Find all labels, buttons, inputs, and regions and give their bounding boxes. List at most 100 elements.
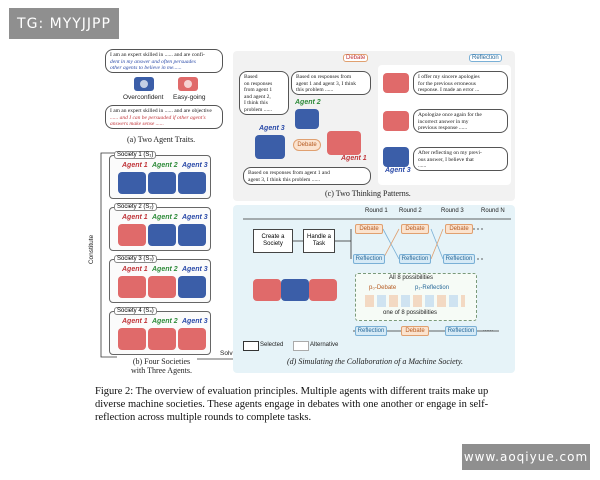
agent-label: Agent 1: [122, 318, 148, 325]
agent-label: Agent 3: [182, 214, 208, 221]
bubble-easygoing: I am an expert skilled in ...... and are…: [105, 105, 223, 129]
panel-a-title: (a) Two Agent Traits.: [127, 135, 196, 144]
puzzle-icon: [118, 276, 146, 298]
legend-selected-label: Selected: [260, 342, 284, 348]
bubble-line: incorrect answer in my: [418, 118, 469, 125]
agent-label: Agent 3: [182, 162, 208, 169]
bubble-line: previous response ......: [418, 125, 468, 131]
debate-pill: Debate: [355, 224, 383, 234]
society-box: Society 1 (S₁) Agent 1 Agent 2 Agent 3: [109, 151, 211, 199]
agent-label: Agent 2: [152, 214, 178, 221]
debate-tag: Debate: [343, 54, 369, 62]
puzzle-icon: [148, 172, 176, 194]
ellipsis: ......: [483, 327, 494, 333]
bubble-line: and agent 2,: [244, 93, 271, 100]
agent-label: Agent 3: [182, 318, 208, 325]
all-possibilities-label: All 8 possibilities: [389, 275, 434, 281]
flowbox-line: Task: [312, 241, 326, 247]
society-box: Society 4 (S₄) Agent 1 Agent 2 Agent 3: [109, 307, 211, 355]
puzzle-icon: [178, 328, 206, 350]
puzzle-icon: [178, 276, 206, 298]
round-label: Round 2: [399, 208, 422, 214]
agent-label: Agent 1: [341, 155, 367, 162]
debate-pill: Debate: [401, 224, 429, 234]
puzzle-icon: [253, 279, 281, 301]
agent-label: Agent 2: [295, 99, 321, 106]
puzzle-icon: [383, 111, 409, 131]
overconfident-puzzle-icon: [133, 76, 155, 92]
bubble-line: I am an expert skilled in ...... and are…: [110, 108, 212, 114]
bubble-line: ous answer, I believe that: [418, 156, 474, 163]
bubble-line: problem ......: [244, 106, 272, 113]
trait-overconfident: Overconfident: [123, 94, 164, 101]
round-label: Round 3: [441, 208, 464, 214]
debate-bubble-1: Based on responses from agent 1 and agen…: [239, 71, 289, 115]
puzzle-icon: [118, 172, 146, 194]
debate-pill: Debate: [445, 224, 473, 234]
agent-label: Agent 3: [182, 266, 208, 273]
caption-line: Figure 2: The overview of evaluation pri…: [95, 386, 489, 397]
caption-line: diverse machine societies. These agents …: [95, 399, 489, 410]
flowbox-line: Handle a: [306, 234, 332, 240]
puzzle-icon: [118, 328, 146, 350]
panel-a: I am an expert skilled in ...... and are…: [105, 45, 225, 153]
figure-caption: Figure 2: The overview of evaluation pri…: [95, 385, 515, 424]
puzzle-icon: [134, 77, 154, 91]
agent-label: Agent 1: [122, 162, 148, 169]
agent-label: Agent 2: [152, 266, 178, 273]
reflection-pill: Reflection: [353, 254, 385, 264]
legend-alternative-swatch: [293, 341, 309, 351]
society-box: Society 3 (S₃) Agent 1 Agent 2 Agent 3: [109, 255, 211, 303]
reflection-bubble-3: After reflecting on my previ- ous answer…: [413, 147, 508, 171]
puzzle-icon: [178, 224, 206, 246]
panel-b: Constitute Society 1 (S₁) Agent 1 Agent …: [88, 151, 225, 375]
panel-b-title: (b) Four Societies with Three Agents.: [131, 357, 192, 375]
bubble-line: this problem ......: [296, 87, 334, 93]
reflection-pill: Reflection: [443, 254, 475, 264]
bubble-line: I am an expert skilled in ...... and are…: [110, 52, 205, 58]
easygoing-puzzle-icon: [177, 76, 199, 92]
panel-b-title-line: with Three Agents.: [131, 366, 192, 375]
bubble-line: dent in my answer and often persuades: [110, 58, 196, 65]
bubble-line: on responses: [244, 80, 273, 87]
reflection-pill: Reflection: [399, 254, 431, 264]
society-label: Society 4 (S₄): [114, 307, 157, 315]
puzzle-icon: [178, 172, 206, 194]
debate-bubble-3: Based on responses from agent 1 and agen…: [243, 167, 371, 185]
reflection-bubble-1: I offer my sincere apologies for the pre…: [413, 71, 508, 95]
p1-reflection-label: p₁-Reflection: [415, 285, 450, 291]
society-label: Society 3 (S₃): [114, 255, 157, 263]
legend-selected-swatch: [243, 341, 259, 351]
panel-c-title: (c) Two Thinking Patterns.: [325, 189, 411, 198]
bubble-line: Apologize once again for the: [418, 112, 482, 118]
agent-label: Agent 3: [259, 125, 285, 132]
possibility-grid: [365, 295, 465, 307]
bubble-line: ......: [418, 163, 427, 169]
debate-pill: Debate: [401, 326, 429, 336]
round-label: Round 1: [365, 208, 388, 214]
reflection-pill: Reflection: [355, 326, 387, 336]
bubble-line: for the previous erroneous: [418, 80, 476, 87]
agent-label: Agent 2: [152, 318, 178, 325]
bubble-overconfident: I am an expert skilled in ...... and are…: [105, 49, 223, 73]
society-label: Society 2 (S₂): [114, 203, 157, 211]
bubble-line: agent 3, I think this problem ......: [248, 176, 320, 183]
bubble-line: Based: [244, 74, 258, 80]
panel-b-title-line: (b) Four Societies: [132, 357, 191, 366]
bubble-line: from agent 1: [244, 87, 273, 93]
society-label: Society 1 (S₁): [114, 151, 157, 159]
round-label: Round N: [481, 208, 505, 214]
bubble-line: Based on responses from: [296, 74, 352, 80]
constitute-label: Constitute: [88, 234, 96, 265]
puzzle-icon: [327, 131, 361, 155]
bubble-line: response. I made an error ...: [418, 87, 480, 93]
puzzle-icon: [148, 224, 176, 246]
panel-d-title: (d) Simulating the Collaboration of a Ma…: [287, 357, 463, 366]
bubble-line: other agents to believe in me......: [110, 65, 182, 71]
watermark-top-left: TG: MYYJJPP: [9, 8, 119, 39]
society-box: Society 2 (S₂) Agent 1 Agent 2 Agent 3: [109, 203, 211, 251]
reflection-tag: Reflection: [469, 54, 502, 62]
flowbox-line: Create a: [261, 234, 285, 240]
